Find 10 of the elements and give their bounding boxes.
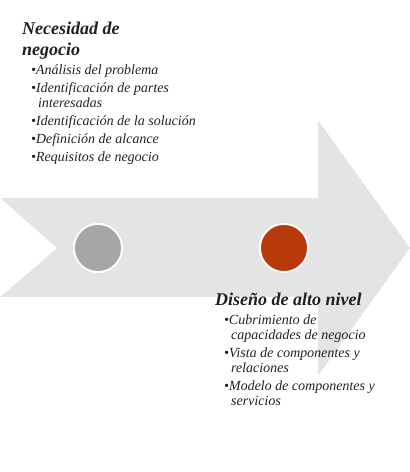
bullet-item: •Cubrimiento de capacidades de negocio xyxy=(224,313,367,343)
bullet-item: •Vista de componentes y relaciones xyxy=(224,346,361,376)
bullet-item: •Identificación de partes interesadas xyxy=(31,81,170,111)
bullet-item: •Requisitos de negocio xyxy=(31,150,160,165)
bullet-item: •Definición de alcance xyxy=(31,132,160,147)
bullet-item: •Análisis del problema xyxy=(31,63,160,78)
stage-heading: Necesidad de negocio xyxy=(22,18,120,60)
bullet-item: •Identificación de la solución xyxy=(31,114,197,129)
stage-heading: Diseño de alto nivel xyxy=(215,289,362,310)
bullet-item: •Modelo de componentes y servicios xyxy=(224,379,376,409)
